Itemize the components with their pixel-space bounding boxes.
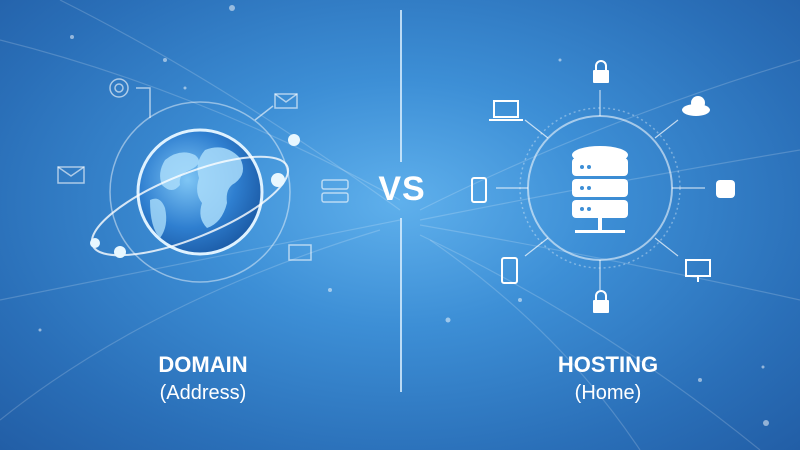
monitor-icon xyxy=(685,259,711,282)
lock-icon xyxy=(593,290,609,313)
hosting-subtitle: (Home) xyxy=(574,382,642,404)
target-icon xyxy=(109,78,129,98)
hosting-label: HOSTING (Home) xyxy=(508,352,708,405)
vs-label: VS xyxy=(378,170,426,208)
database-server-icon xyxy=(572,146,628,233)
divider-line-top xyxy=(400,10,402,162)
monitor-icon xyxy=(288,244,312,261)
smartphone-icon xyxy=(471,177,487,203)
lock-icon xyxy=(593,60,609,83)
mail-icon xyxy=(57,166,85,184)
mail-icon xyxy=(274,93,298,109)
laptop-icon xyxy=(489,100,523,121)
hosting-title: HOSTING xyxy=(557,352,659,377)
domain-label: DOMAIN (Address) xyxy=(103,352,303,405)
server-icon xyxy=(321,179,349,203)
tablet-icon xyxy=(501,257,518,284)
database-icon xyxy=(716,180,735,198)
cloud-icon xyxy=(682,96,710,116)
domain-subtitle: (Address) xyxy=(159,382,247,404)
divider-line-bottom xyxy=(400,218,402,392)
domain-title: DOMAIN xyxy=(158,352,248,377)
